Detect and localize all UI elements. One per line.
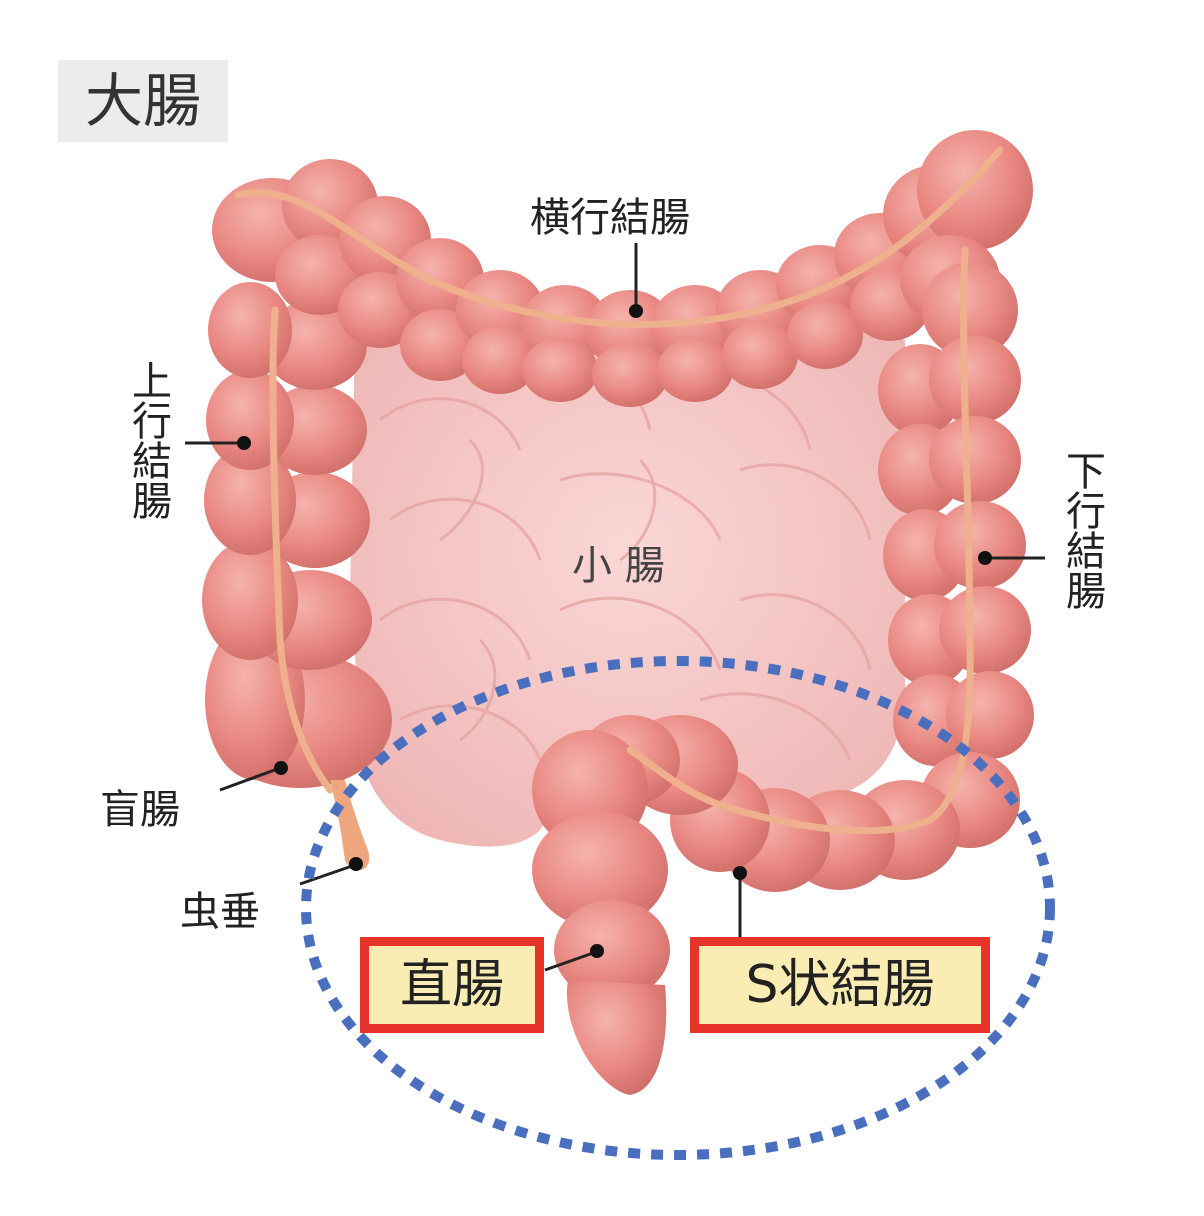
appendix bbox=[330, 780, 370, 871]
label-descending-colon: 下行結腸 bbox=[1059, 450, 1105, 610]
dotted-highlight-ellipse bbox=[301, 656, 1055, 1160]
label-cecum: 盲腸 bbox=[100, 787, 180, 833]
ascending-colon bbox=[202, 282, 392, 788]
rectum bbox=[532, 730, 670, 1095]
label-ascending-colon: 上行結腸 bbox=[125, 360, 171, 520]
label-transverse-colon: 横行結腸 bbox=[530, 195, 690, 241]
leader-dots bbox=[237, 304, 992, 958]
label-appendix: 虫垂 bbox=[180, 889, 260, 935]
label-sigmoid-highlight: S状結腸 bbox=[690, 937, 990, 1033]
descending-colon bbox=[878, 262, 1034, 848]
label-sigmoid-colon: S状結腸 bbox=[745, 955, 935, 1015]
leader-lines bbox=[185, 243, 1045, 972]
small-intestine bbox=[350, 308, 905, 847]
label-small-intestine: 小 腸 bbox=[572, 543, 665, 589]
diagram-title: 大腸 bbox=[58, 60, 228, 142]
taenia-band bbox=[234, 146, 1004, 835]
label-rectum-highlight: 直腸 bbox=[360, 937, 544, 1033]
transverse-colon bbox=[212, 130, 1033, 407]
label-rectum: 直腸 bbox=[399, 955, 504, 1015]
